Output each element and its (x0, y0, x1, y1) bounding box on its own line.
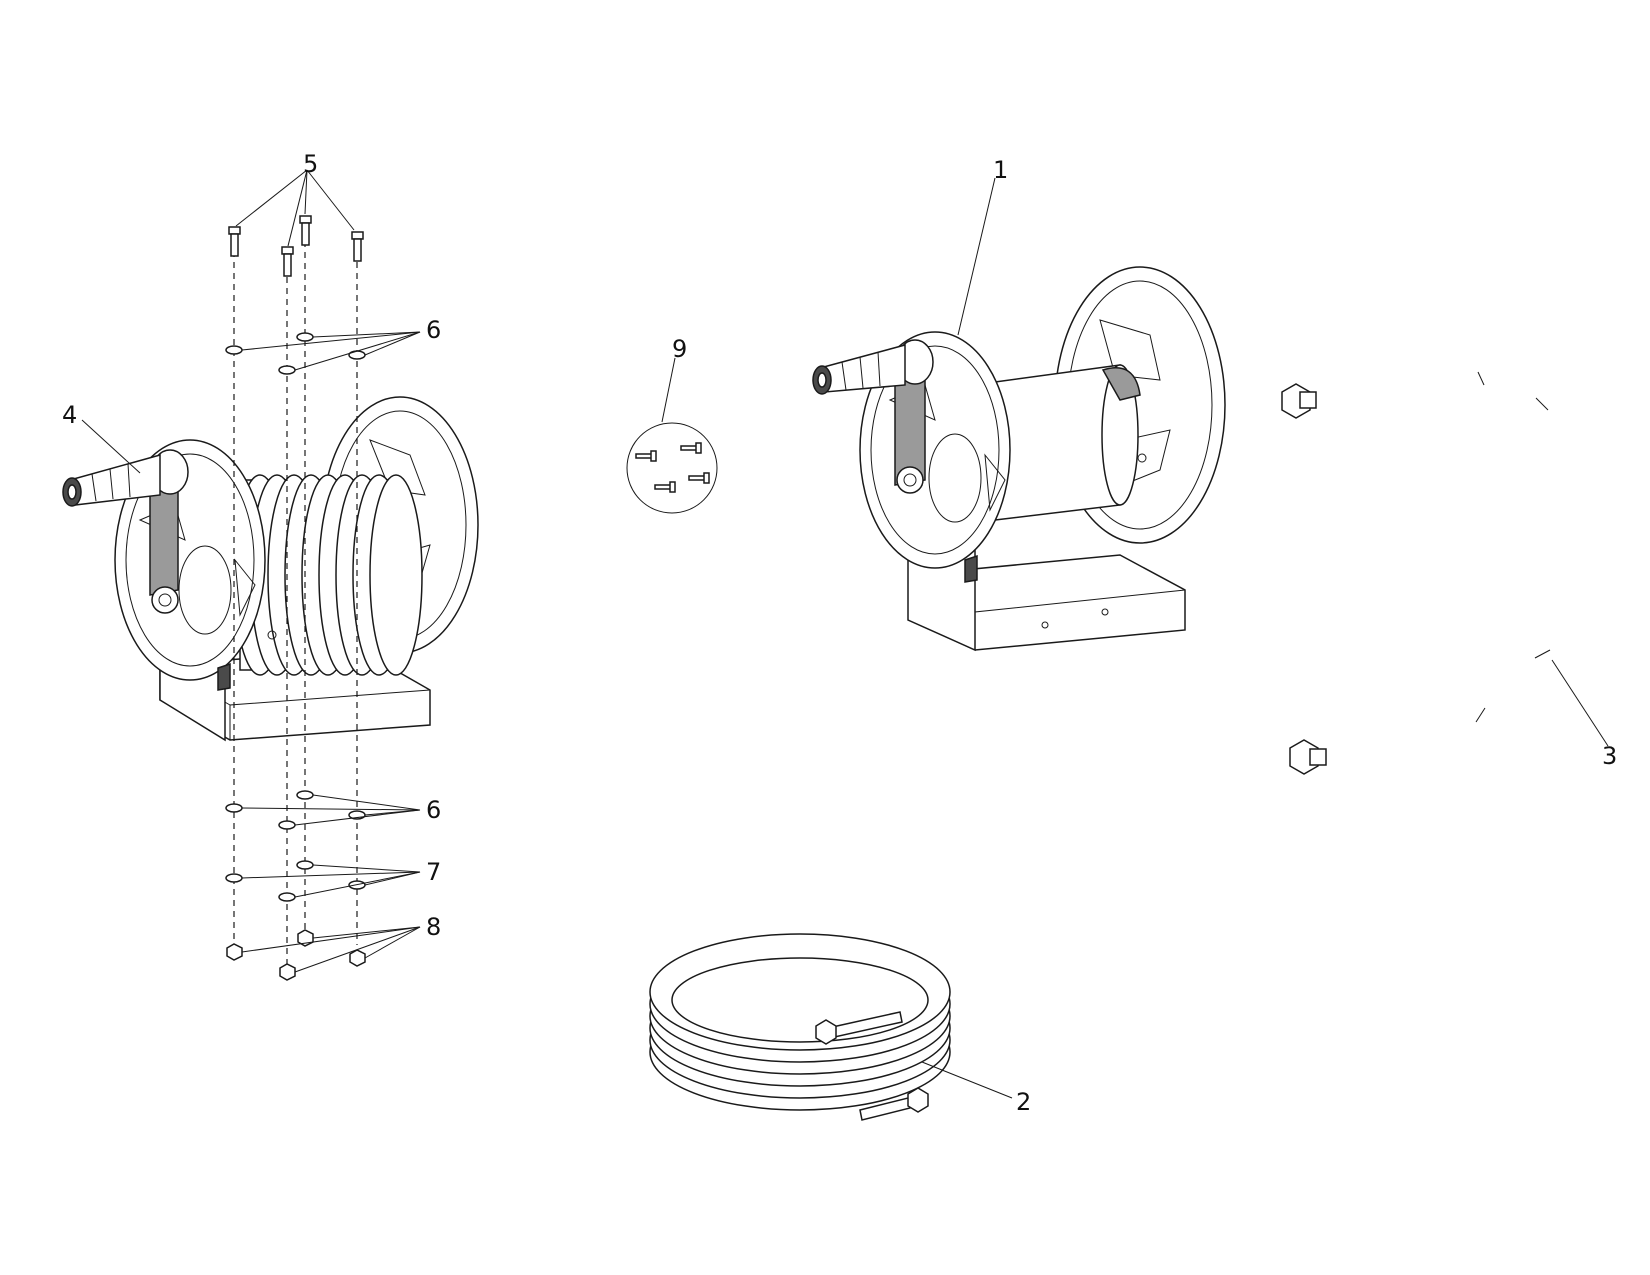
callout-4: 4 (62, 401, 77, 429)
callout-labels: 1 2 3 4 5 6 6 7 8 9 (62, 150, 1617, 1116)
callout-6-bottom: 6 (426, 796, 441, 824)
leader-lines-hardware (81, 169, 421, 973)
coiled-hose-item-2 (649, 933, 1013, 1121)
callout-8: 8 (426, 913, 441, 941)
washers-item-6-bottom (225, 790, 366, 830)
callout-6-top: 6 (426, 316, 441, 344)
bolts-item-5 (228, 215, 364, 277)
hose-reel-exploded (62, 396, 479, 742)
screw-kit-item-9 (626, 357, 718, 514)
fastener-explosion-lines (233, 230, 358, 965)
callout-5: 5 (303, 150, 318, 178)
callout-7: 7 (426, 858, 441, 886)
callout-2: 2 (1016, 1088, 1031, 1116)
jumper-hose-item-3 (1281, 358, 1609, 775)
nuts-item-8 (226, 929, 366, 981)
coiled-hose-turns (233, 474, 423, 676)
callout-9: 9 (672, 335, 687, 363)
hose-reel-item-1 (812, 177, 1226, 652)
callout-1: 1 (993, 156, 1008, 184)
callout-3: 3 (1602, 742, 1617, 770)
washers-item-6-top (225, 332, 366, 375)
